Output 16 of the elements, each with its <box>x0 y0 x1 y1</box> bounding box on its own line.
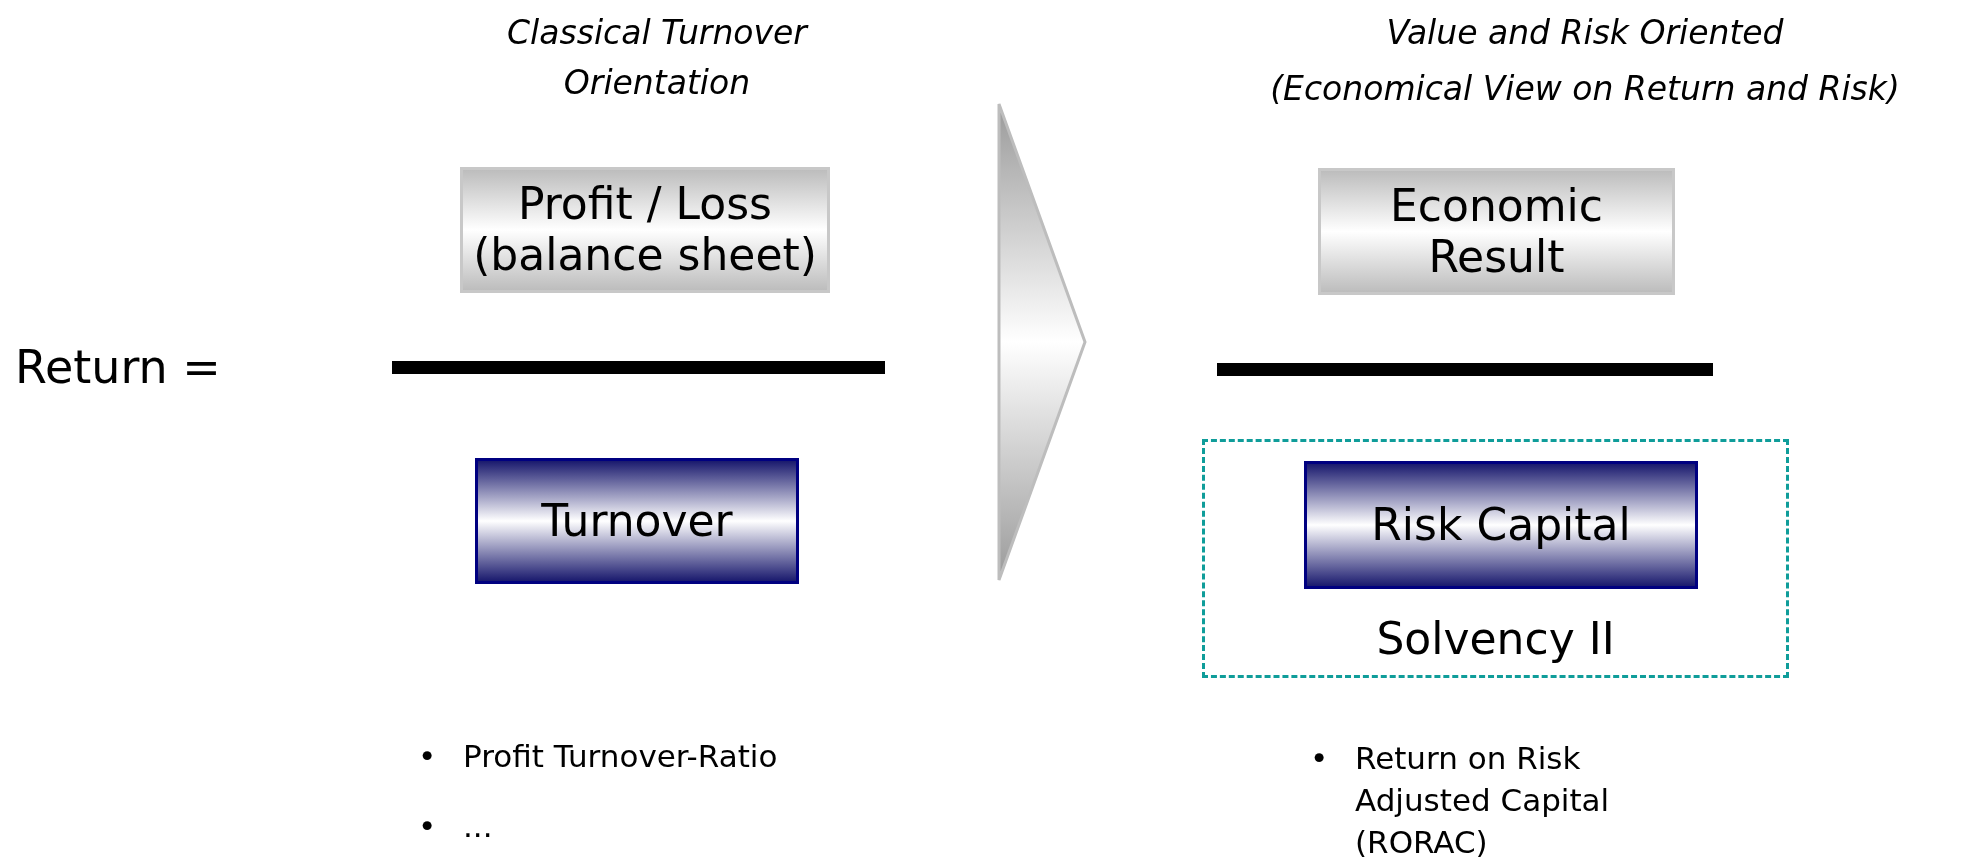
column-heading: Value and Risk Oriented <box>1385 12 1785 54</box>
denominator-box: Turnover <box>475 458 799 584</box>
result-box: Economic Result <box>1318 168 1675 295</box>
dashed-frame <box>1202 439 1789 678</box>
denominator-box: Risk Capital <box>1304 461 1698 589</box>
frame-label: Solvency II <box>1375 614 1616 665</box>
bullet-point: • <box>418 807 437 846</box>
bullet-text: Profit Turnover-Ratio <box>463 737 779 776</box>
bullet-text: ... <box>463 807 494 846</box>
column-heading: Classical Turnover Orientation <box>506 12 810 104</box>
bullet-point: • <box>418 737 437 776</box>
bullet-point: • <box>1310 739 1329 778</box>
bullet-text: Return on Risk Adjusted Capital (RORAC) <box>1355 739 1611 857</box>
column-heading: (Economical View on Return and Risk) <box>1269 68 1901 110</box>
formula-label: Return = <box>15 340 221 394</box>
result-box: Profit / Loss (balance sheet) <box>460 167 830 293</box>
